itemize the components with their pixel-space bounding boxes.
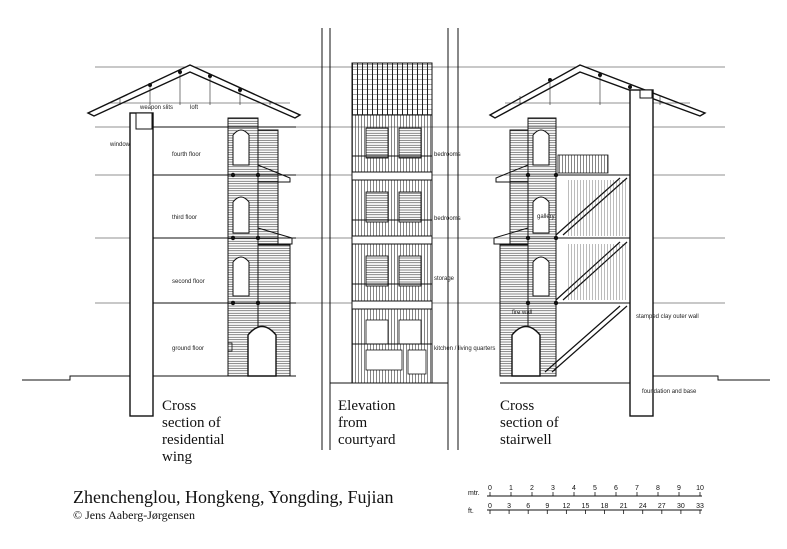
caption-left-line: section of: [162, 415, 221, 431]
label-loft: loft: [190, 105, 198, 111]
scale-tick-label: 4: [572, 485, 576, 492]
caption-right: Cross section of stairwell: [500, 398, 559, 448]
scale-tick-label: 3: [507, 503, 511, 510]
label-storage: storage: [434, 276, 455, 282]
scale-tick-label: 6: [614, 485, 618, 492]
scale-tick-label: 33: [696, 503, 704, 510]
caption-middle-line: from: [338, 415, 367, 431]
scale-tick-label: 10: [696, 485, 704, 492]
caption-left-line: residential: [162, 432, 224, 448]
scale-tick-label: 2: [530, 485, 534, 492]
scale-tick-label: 9: [677, 485, 681, 492]
label-stamped-clay-wall: stamped clay outer wall: [636, 314, 699, 320]
scale-tick-label: 5: [593, 485, 597, 492]
courtyard-elevation: [351, 62, 433, 384]
scale-tick-label: 27: [658, 503, 666, 510]
label-fourth-floor: fourth floor: [172, 152, 201, 158]
caption-left: Cross section of residential wing: [162, 398, 224, 465]
caption-middle: Elevation from courtyard: [338, 398, 396, 448]
caption-right-line: stairwell: [500, 432, 552, 448]
scale-tick-label: 21: [620, 503, 628, 510]
scale-mtr-label: mtr.: [468, 490, 480, 497]
caption-middle-line: courtyard: [338, 432, 396, 448]
caption-right-line: section of: [500, 415, 559, 431]
scale-tick-label: 9: [545, 503, 549, 510]
caption-left-line: Cross: [162, 398, 196, 414]
label-third-floor: third floor: [172, 215, 197, 221]
label-kitchen: kitchen / living quarters: [434, 346, 495, 352]
label-bedrooms-upper: bedrooms: [434, 152, 461, 158]
label-bedrooms-lower: bedrooms: [434, 216, 461, 222]
drawing-title: Zhenchenglou, Hongkeng, Yongding, Fujian: [73, 487, 393, 507]
scale-ft-ticks: 0 3 6 9 12 15 18 21 24 27 30 33: [488, 503, 704, 514]
scale-tick-label: 18: [601, 503, 609, 510]
scale-tick-label: 3: [551, 485, 555, 492]
scale-tick-label: 30: [677, 503, 685, 510]
caption-right-line: Cross: [500, 398, 534, 414]
label-fire-wall: fire wall: [512, 310, 532, 316]
scale-tick-label: 8: [656, 485, 660, 492]
scale-tick-label: 15: [582, 503, 590, 510]
label-weapon-slits: weapon slits: [139, 105, 173, 111]
label-gallery: gallery: [537, 214, 555, 220]
scale-tick-label: 0: [488, 485, 492, 492]
residential-wing-section: [86, 64, 302, 417]
label-ground-floor: ground floor: [172, 346, 204, 352]
label-window: window: [109, 142, 131, 148]
scale-ft-label: ft.: [468, 508, 474, 515]
scale-tick-label: 6: [526, 503, 530, 510]
scale-tick-label: 1: [509, 485, 513, 492]
scale-tick-label: 24: [639, 503, 647, 510]
drawing-annotations: weapon slits loft window fourth floor th…: [109, 105, 699, 395]
credit-line: © Jens Aaberg-Jørgensen: [73, 508, 195, 522]
label-foundation: foundation and base: [642, 389, 697, 395]
scale-tick-label: 12: [562, 503, 570, 510]
label-second-floor: second floor: [172, 279, 205, 285]
caption-left-line: wing: [162, 449, 193, 465]
scale-mtr-ticks: 0 1 2 3 4 5 6 7 8 9 10: [488, 485, 704, 496]
scale-tick-label: 0: [488, 503, 492, 510]
scale-tick-label: 7: [635, 485, 639, 492]
stairwell-section: [488, 64, 707, 417]
panel-separators: [321, 28, 459, 450]
caption-middle-line: Elevation: [338, 398, 396, 414]
